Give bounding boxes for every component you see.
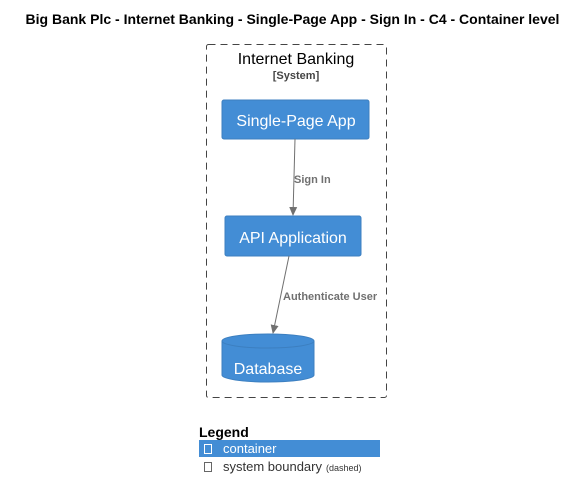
legend-item-boundary-note: (dashed): [326, 463, 362, 473]
boundary-frame: [206, 44, 387, 398]
database-cylinder[interactable]: [221, 333, 315, 383]
legend-item-container-label: container: [223, 441, 277, 456]
legend-container-swatch: [199, 440, 380, 457]
relationship-authenticate-user: Authenticate User: [270, 255, 378, 334]
sign-in-arrow: [289, 138, 298, 216]
authenticate-user-arrow: [270, 255, 290, 334]
relationship-sign-in: Sign In: [289, 138, 331, 216]
boundary-name: Internet Banking: [238, 51, 355, 68]
database-label: Database: [234, 361, 303, 378]
database-cylinder-rim: [221, 340, 315, 349]
container-api-application[interactable]: API Application: [224, 215, 362, 257]
diagram-title: Big Bank Plc - Internet Banking - Single…: [25, 11, 560, 27]
single-page-app-label: Single-Page App: [236, 113, 355, 130]
system-boundary: Internet Banking [System]: [206, 44, 387, 398]
api-application-label: API Application: [239, 230, 347, 247]
authenticate-user-label: Authenticate User: [283, 291, 378, 303]
container-single-page-app[interactable]: Single-Page App: [221, 99, 370, 140]
boundary-type: [System]: [273, 70, 320, 82]
container-legend-icon: [204, 443, 212, 454]
legend-item-boundary-label: system boundary: [223, 459, 322, 474]
single-page-app-box[interactable]: [221, 99, 370, 140]
legend-item-system-boundary: system boundary (dashed): [199, 458, 362, 475]
boundary-legend-icon: [204, 461, 212, 472]
legend-title: Legend: [199, 424, 249, 440]
api-application-box[interactable]: [224, 215, 362, 257]
legend-item-container: container: [199, 440, 380, 457]
sign-in-label: Sign In: [294, 174, 331, 186]
container-database[interactable]: Database: [221, 333, 315, 383]
